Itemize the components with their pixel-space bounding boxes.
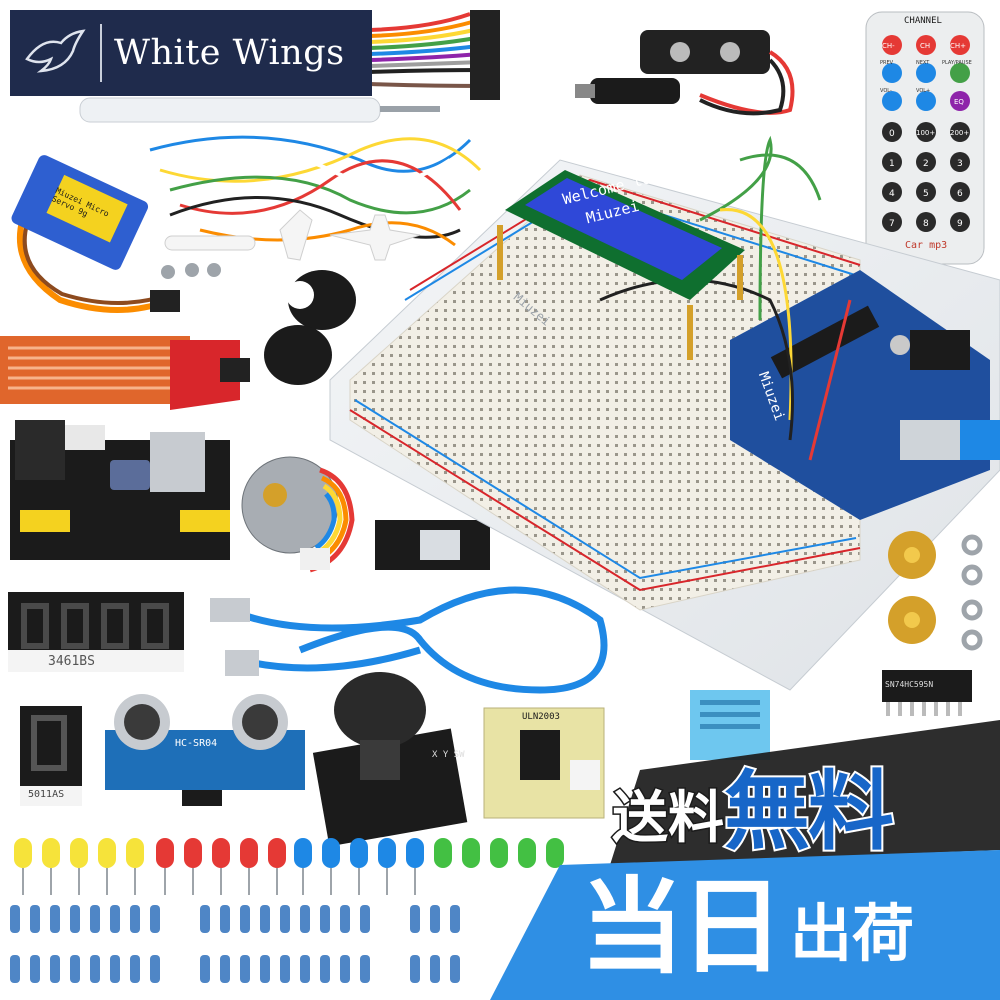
remote-btn: 2 <box>923 159 929 169</box>
remote-btn: 1 <box>889 159 895 169</box>
joystick-module <box>312 672 468 847</box>
remote-btn: VOL- <box>880 88 892 94</box>
usb-cable <box>210 586 608 694</box>
remote-btn: CH+ <box>950 42 967 50</box>
lcd-module <box>497 170 745 360</box>
servo-horns <box>164 209 421 261</box>
promo-line1-small: 送料 <box>611 785 726 853</box>
seven-segment-1-digit <box>20 706 82 806</box>
remote-button-labels: CH- CH CH+ PREV NEXT PLAY/PAUSE VOL- VOL… <box>876 28 976 238</box>
ic-label: SN74HC595N <box>885 680 934 689</box>
potentiometers <box>888 531 983 651</box>
remote-btn: 200+ <box>950 129 970 137</box>
brand-badge: White Wings <box>10 10 372 96</box>
promo-line1-big: 無料 <box>722 760 896 864</box>
tilt-switch-module <box>375 520 490 570</box>
arduino-board <box>730 270 1000 520</box>
screwdriver <box>79 97 440 123</box>
stepper-driver-board <box>483 707 605 819</box>
remote-btn: 0 <box>889 129 895 139</box>
stepper-motor <box>241 456 355 573</box>
stepper-driver-label: ULN2003 <box>522 712 560 722</box>
power-module <box>10 420 230 560</box>
bird-icon <box>10 10 100 96</box>
remote-btn: 100+ <box>916 129 936 137</box>
seven-segment-4-digit <box>8 592 184 672</box>
joystick-axes-label: X Y SW <box>432 750 465 760</box>
remote-btn: 7 <box>889 219 895 229</box>
battery-clip <box>575 30 795 116</box>
shift-register-ic <box>882 670 972 716</box>
ultrasonic-sensor <box>105 694 305 806</box>
ribbon-cable <box>369 10 500 100</box>
remote-btn: 9 <box>957 219 963 229</box>
promo-free-shipping: 送料 無料 <box>611 752 992 864</box>
remote-channel-label: CHANNEL <box>904 16 942 26</box>
board-wires <box>599 135 852 461</box>
water-sensor <box>0 336 250 410</box>
remote-btn: EQ <box>954 98 964 106</box>
remote-btn: 4 <box>889 189 895 199</box>
remote-btn: 3 <box>957 159 963 169</box>
screws <box>161 263 221 279</box>
promo-line2-small: 出荷 <box>790 897 915 970</box>
brand-name: White Wings <box>114 33 345 73</box>
brand-divider <box>100 24 102 82</box>
segment4-label: 3461BS <box>48 654 95 669</box>
remote-btn: 6 <box>957 189 963 199</box>
dht-sensor <box>690 690 770 760</box>
remote-btn: CH- <box>882 42 895 50</box>
remote-btn: VOL+ <box>916 88 931 94</box>
promo-same-day-shipping: 当日 出荷 <box>580 862 990 992</box>
jumper-wires <box>149 135 482 247</box>
promo-line2-big: 当日 <box>580 866 784 988</box>
segment1-label: 5011AS <box>28 789 65 800</box>
ir-remote <box>865 11 985 265</box>
remote-btn: PLAY/PAUSE <box>942 60 972 66</box>
remote-btn: CH <box>920 42 931 50</box>
resistors <box>10 905 460 983</box>
servo-motor <box>11 155 180 313</box>
promo-banner-shapes <box>490 720 1000 1000</box>
remote-brand-label: Car mp3 <box>905 240 948 251</box>
ultrasonic-label: HC-SR04 <box>175 738 218 749</box>
buzzers <box>264 270 356 385</box>
remote-btn: NEXT <box>916 60 930 66</box>
remote-btn: 8 <box>923 219 929 229</box>
remote-btn: PREV <box>880 60 894 66</box>
led-row <box>14 838 564 895</box>
remote-btn: 5 <box>923 189 929 199</box>
